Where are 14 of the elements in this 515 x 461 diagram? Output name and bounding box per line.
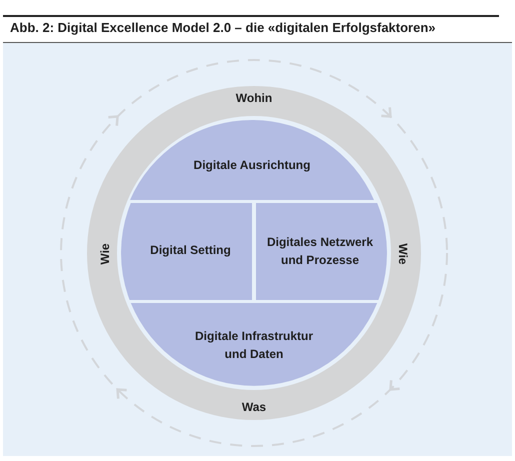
ring-label: Wie xyxy=(395,242,411,267)
segment-label: Digitale Infrastruktur und Daten xyxy=(194,328,314,363)
segment xyxy=(121,203,252,300)
ring-band xyxy=(87,86,421,420)
segment xyxy=(130,120,374,200)
segment xyxy=(256,203,387,300)
ring-label: Wie xyxy=(97,242,113,267)
ring-label: Was xyxy=(240,399,268,416)
segment xyxy=(130,303,378,386)
segment-label: Digital Setting xyxy=(149,242,232,259)
ring-label: Wohin xyxy=(234,90,274,107)
segment-label: Digitale Ausrichtung xyxy=(192,157,312,174)
figure-title: Abb. 2: Digital Excellence Model 2.0 – die «digitalen Erfolgsfaktoren» xyxy=(10,20,436,35)
segment-label: Digitales Netzwerk und Prozesse xyxy=(266,234,374,269)
